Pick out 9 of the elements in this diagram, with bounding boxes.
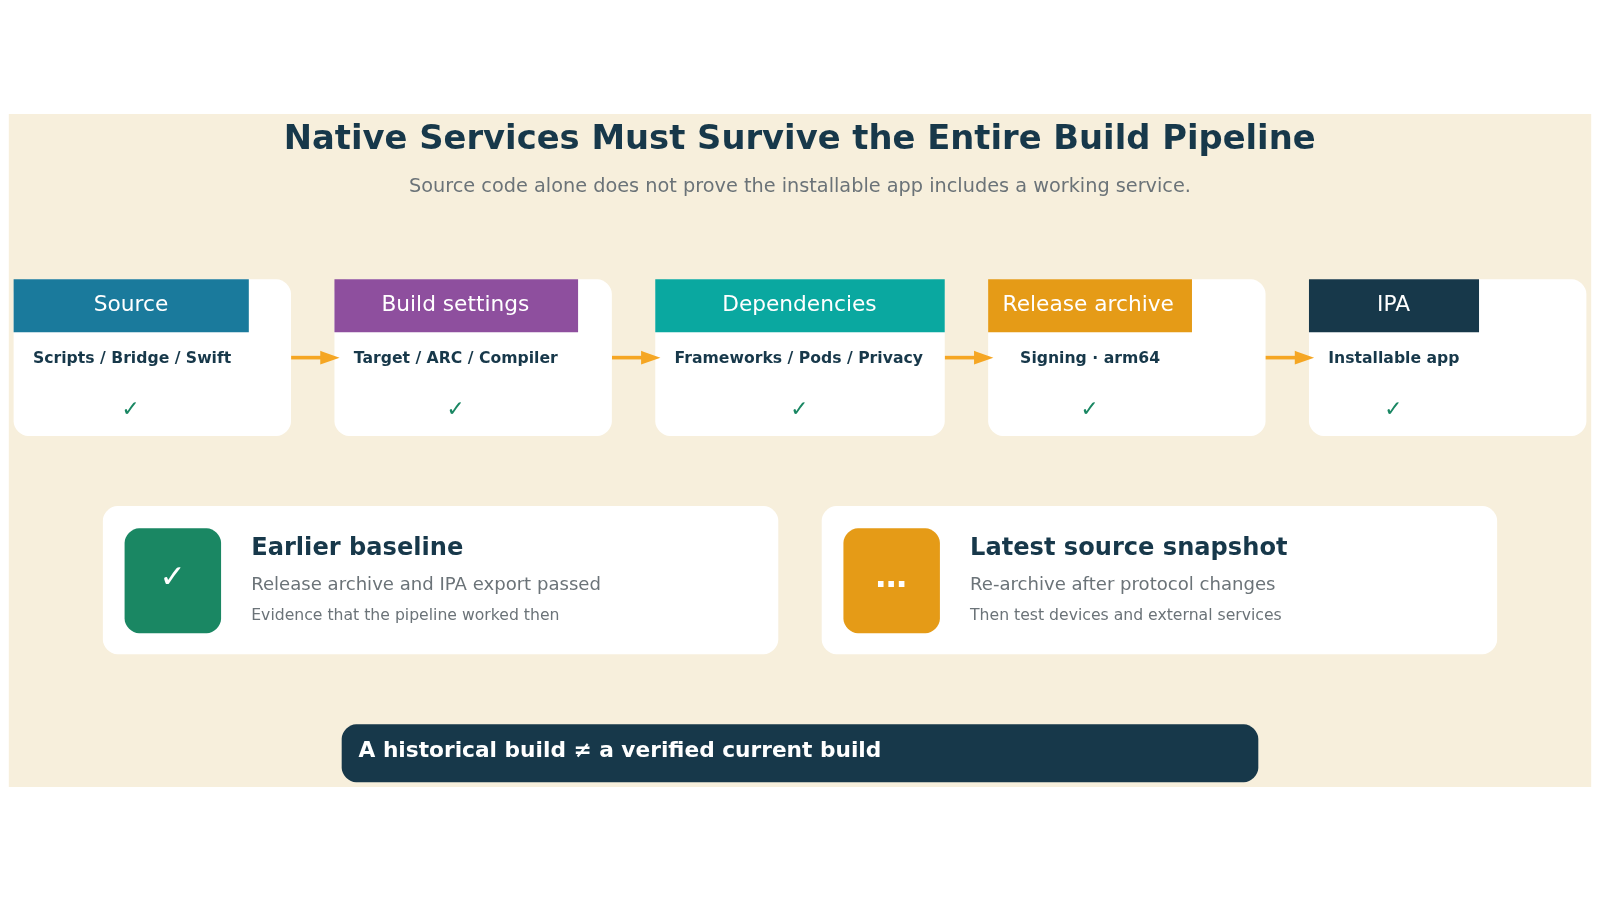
label: Source code alone does not prove the installable app includes a working service.: [409, 173, 1191, 197]
node-box: … Latest source snapshot Re-archive after protocol changes Then test devices and external services: [821, 505, 1498, 654]
arrow: [1265, 350, 1315, 364]
arrow: [291, 350, 340, 364]
node-box: A historical build ≠ a verified current build: [341, 723, 1259, 782]
node-box: ✓ Earlier baseline Release archive and IPA export passed Evidence that the pipeline worked then: [102, 505, 779, 654]
arrow: [612, 350, 661, 364]
arrow: [944, 350, 994, 364]
diagram-title: Native Services Must Survive the Entire Build Pipeline: [283, 117, 1316, 157]
